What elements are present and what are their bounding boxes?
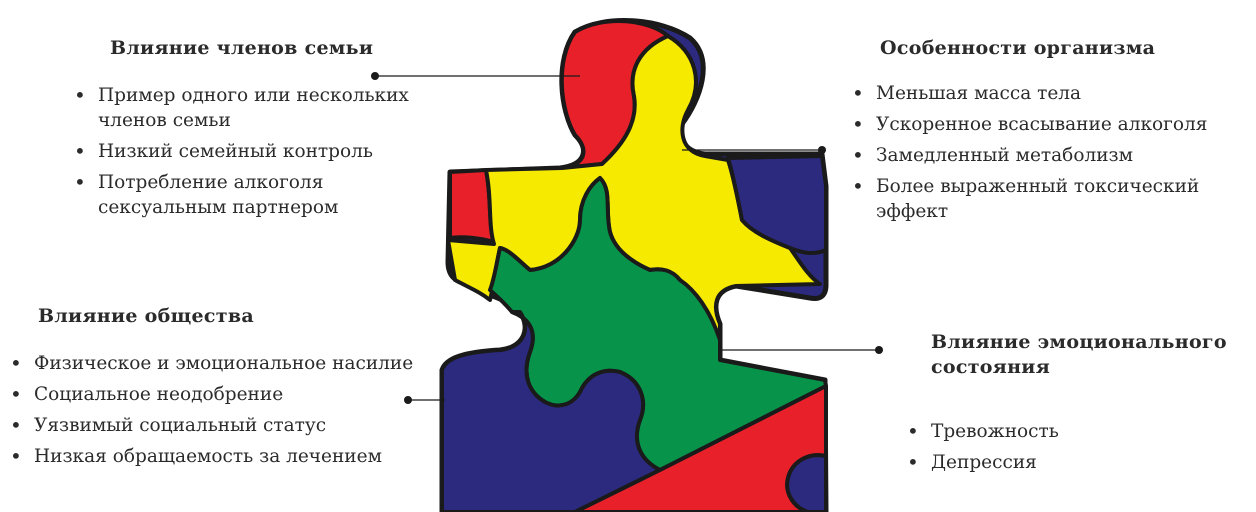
- society-influence-title: Влияние общества: [38, 304, 448, 329]
- list-item: Уязвимый социальный статус: [8, 413, 448, 438]
- organism-features-list: Меньшая масса тела Ускоренное всасывание…: [850, 81, 1254, 224]
- connector-emotion-dot: [875, 346, 883, 354]
- list-item: Социальное неодобрение: [8, 382, 448, 407]
- emotional-state-list: Тревожность Депрессия: [905, 419, 1250, 475]
- emotional-state-title: Влияние эмоционального состояния: [931, 330, 1250, 379]
- list-item: Меньшая масса тела: [850, 81, 1254, 106]
- connector-organism-dot: [818, 146, 826, 154]
- family-influence-block: Влияние членов семьи Пример одного или н…: [72, 36, 432, 226]
- society-influence-list: Физическое и эмоциональное насилие Социа…: [8, 351, 448, 469]
- list-item: Низкий семейный контроль: [72, 139, 432, 164]
- society-influence-block: Влияние общества Физическое и эмоциональ…: [8, 304, 448, 475]
- emotional-state-block: Влияние эмоционального состояния Тревожн…: [905, 330, 1250, 481]
- list-item: Пример одного или нескольких членов семь…: [72, 83, 432, 133]
- list-item: Более выраженный токсический эффект: [850, 174, 1254, 224]
- list-item: Потребление алкоголя сексуальным партнер…: [72, 170, 432, 220]
- family-influence-title: Влияние членов семьи: [110, 36, 432, 61]
- list-item: Физическое и эмоциональное насилие: [8, 351, 448, 376]
- list-item: Низкая обращаемость за лечением: [8, 444, 448, 469]
- organism-features-title: Особенности организма: [880, 36, 1254, 61]
- list-item: Депрессия: [905, 450, 1250, 475]
- list-item: Ускоренное всасывание алкоголя: [850, 112, 1254, 137]
- organism-features-block: Особенности организма Меньшая масса тела…: [850, 36, 1254, 230]
- family-influence-list: Пример одного или нескольких членов семь…: [72, 83, 432, 220]
- list-item: Замедленный метаболизм: [850, 143, 1254, 168]
- list-item: Тревожность: [905, 419, 1250, 444]
